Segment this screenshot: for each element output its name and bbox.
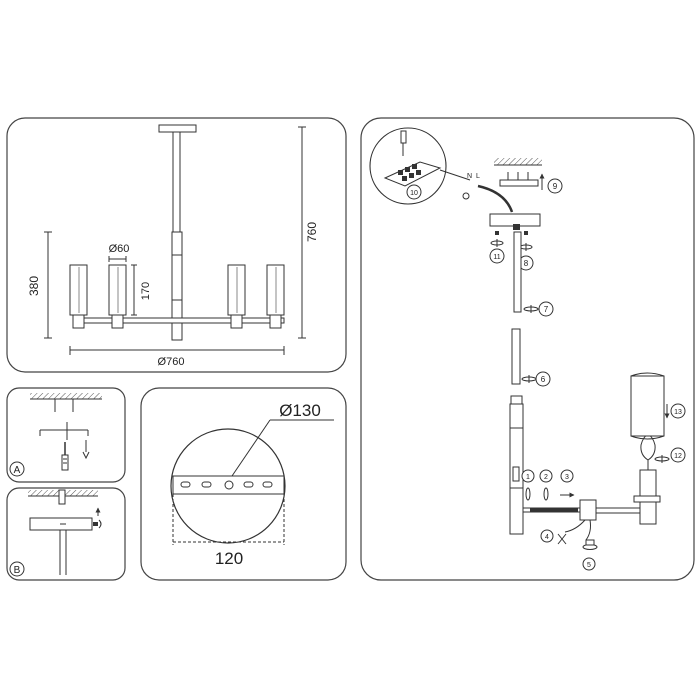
wire-label-n: N xyxy=(467,173,472,180)
panel-a-mounting: A xyxy=(6,387,126,483)
step-13: 13 xyxy=(674,409,682,416)
step-8: 8 xyxy=(524,259,529,268)
mounting-bar xyxy=(172,475,285,495)
step-12: 12 xyxy=(674,453,682,460)
panel-main-border xyxy=(6,117,347,373)
leader-line xyxy=(231,419,271,477)
mounting-bar xyxy=(499,179,539,187)
panel-assembly-border xyxy=(360,117,695,581)
panel-assembly: N L 10 9 11 8 7 xyxy=(360,117,695,581)
dim-arm-height: 380 xyxy=(27,276,41,296)
ceiling-hatch xyxy=(30,393,102,399)
step-7: 7 xyxy=(544,305,549,314)
dim-canopy-diameter: Ø130 xyxy=(279,401,321,420)
step-6: 6 xyxy=(541,375,546,384)
canopy-plate xyxy=(158,124,197,133)
detail-circle xyxy=(369,127,447,205)
panel-b-mounting: B xyxy=(6,487,126,581)
dim-hole-spacing: 120 xyxy=(215,549,243,568)
dim-total-height: 760 xyxy=(305,222,319,242)
step-5: 5 xyxy=(587,562,591,569)
shade xyxy=(69,264,88,329)
dim-shade-diameter: Ø60 xyxy=(109,243,130,255)
step-4: 4 xyxy=(545,534,549,541)
dim-shade-height: 170 xyxy=(140,282,152,300)
step-9: 9 xyxy=(553,182,558,191)
panel-a-border xyxy=(6,387,126,483)
washer-icon xyxy=(543,487,549,501)
ground-icon xyxy=(462,192,470,200)
dim-width: Ø760 xyxy=(158,356,185,368)
shade xyxy=(227,264,246,329)
washer-icon xyxy=(525,487,531,501)
step-1: 1 xyxy=(526,474,530,481)
step-11: 11 xyxy=(493,254,500,261)
panel-b-border xyxy=(6,487,126,581)
label-b-circle xyxy=(9,561,25,577)
panel-canopy-border xyxy=(140,387,347,581)
horizontal-arm xyxy=(75,317,285,324)
ceiling-hatch xyxy=(494,158,542,165)
upper-rod xyxy=(513,231,522,313)
label-a-circle xyxy=(9,461,25,477)
anchor-icon xyxy=(82,440,90,460)
label-b: B xyxy=(14,565,21,576)
step-10: 10 xyxy=(410,190,418,197)
junction-box xyxy=(579,499,597,521)
shade xyxy=(266,264,285,329)
shade xyxy=(108,264,127,329)
central-rod xyxy=(171,231,183,341)
panel-canopy: Ø130 120 xyxy=(140,387,347,581)
screwdriver-icon xyxy=(61,442,69,471)
screw-icon xyxy=(93,507,102,529)
wire-label-l: L xyxy=(476,173,480,180)
middle-rod xyxy=(511,328,521,385)
terminal-block xyxy=(383,161,442,187)
screwdriver-icon xyxy=(400,130,407,156)
label-a: A xyxy=(14,465,21,476)
pliers-icon xyxy=(557,533,567,545)
glass-shade xyxy=(630,375,665,437)
step-3: 3 xyxy=(565,474,569,481)
panel-main-dimensions: 760 380 Ø60 170 Ø760 xyxy=(6,117,347,373)
step-2: 2 xyxy=(544,474,548,481)
